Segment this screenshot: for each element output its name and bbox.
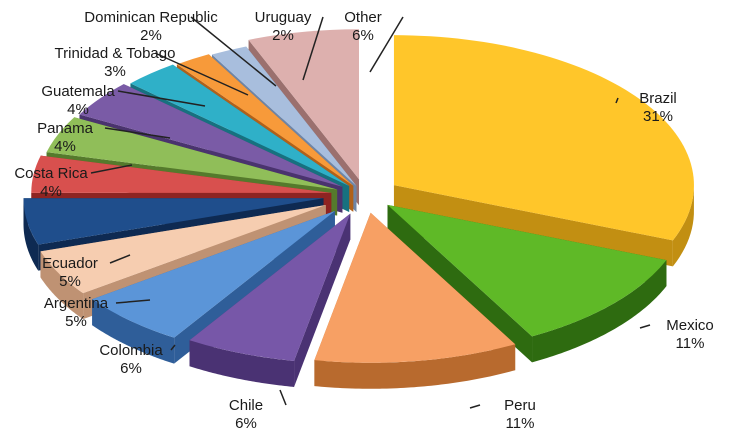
leader-line: [615, 97, 619, 104]
pie-slice-peru: [314, 212, 516, 389]
slice-top: [387, 204, 667, 337]
leader-line: [369, 16, 404, 73]
pie-slice-brazil: [393, 35, 694, 267]
leader-lines: [90, 16, 651, 409]
slice-top: [31, 155, 332, 193]
leader-line: [170, 344, 176, 351]
slice-top: [189, 213, 351, 361]
slice-rim: [92, 299, 175, 364]
pie-slice-mexico: [387, 204, 667, 363]
slice-top: [92, 211, 335, 338]
pie-slices: [23, 29, 694, 389]
slice-top: [393, 35, 694, 241]
leader-line: [115, 299, 151, 304]
leader-line: [90, 164, 133, 174]
leader-line: [109, 254, 131, 264]
slice-wall: [387, 204, 533, 363]
slice-wall: [393, 185, 673, 267]
pie-slice-chile: [189, 213, 351, 387]
slice-rim: [23, 198, 39, 271]
leader-line: [469, 404, 481, 409]
slice-rim: [532, 260, 667, 363]
slice-top: [211, 46, 357, 186]
slice-top: [176, 54, 354, 186]
slice-top: [248, 29, 360, 180]
leader-line: [117, 90, 206, 107]
leader-line: [154, 52, 249, 96]
leader-line: [279, 389, 287, 406]
slice-top: [79, 84, 343, 187]
slice-top: [46, 117, 338, 190]
leader-line: [302, 16, 324, 81]
slice-rim: [40, 251, 84, 320]
slice-top: [23, 198, 324, 245]
slice-wall: [294, 213, 351, 387]
leader-line: [639, 324, 651, 329]
slice-top: [40, 204, 326, 294]
slice-top: [130, 64, 350, 186]
slice-rim: [189, 340, 295, 387]
leader-line: [104, 127, 171, 139]
leader-line: [190, 16, 277, 87]
slice-rim: [672, 183, 694, 267]
slice-top: [314, 212, 516, 363]
slice-rim: [314, 344, 516, 389]
